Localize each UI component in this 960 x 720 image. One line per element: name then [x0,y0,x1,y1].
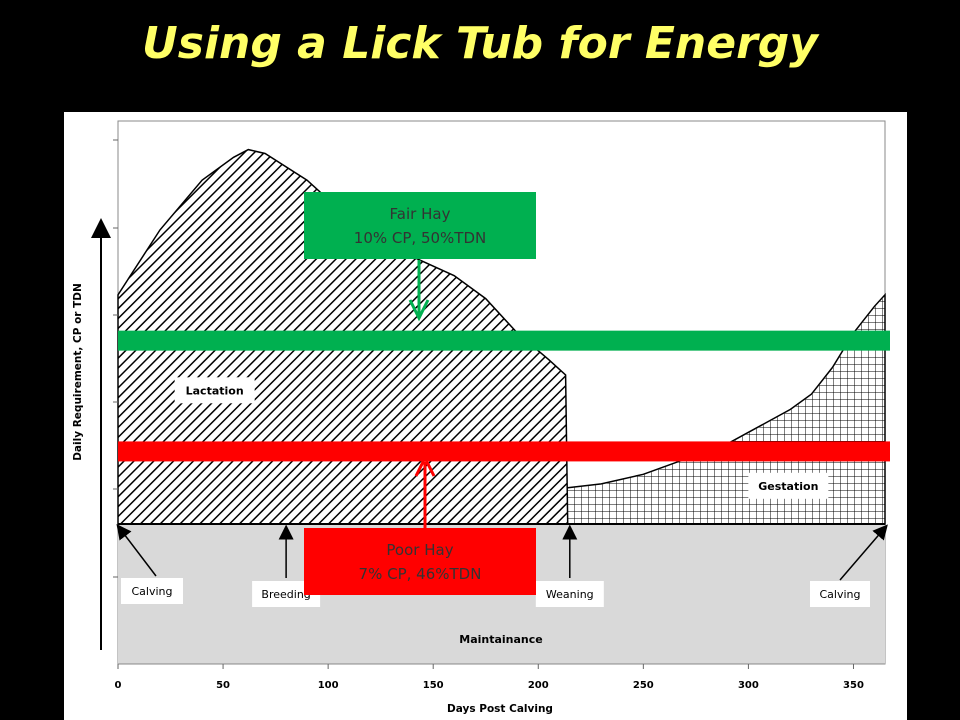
region-label-text: Lactation [186,384,244,397]
fair-hay-title: Fair Hay [389,204,451,223]
x-tick-label: 250 [633,680,654,691]
fair-hay-line [118,330,890,351]
maintainance-label-group: Maintainance [459,633,543,646]
y-axis-label: Daily Requirement, CP or TDN [72,283,84,461]
event-marker-calving: Calving [810,524,888,607]
event-label: Calving [132,585,173,598]
event-label: Breeding [261,588,310,601]
event-label-box [535,581,604,607]
slide-title: Using a Lick Tub for Energy [142,18,818,69]
poor-hay-callout: Poor Hay 7% CP, 46%TDN [304,528,536,595]
region-label-lactation: Lactation [174,377,255,404]
x-tick-label: 150 [423,680,444,691]
hay-quality-lines [118,330,890,462]
region-label-gestation: Gestation [748,472,829,499]
event-arrow [116,524,157,577]
x-tick-label: 50 [216,680,230,691]
x-tick-label: 100 [318,680,339,691]
event-label-box [121,578,183,604]
event-marker-calving: Calving [116,524,183,604]
x-ticks: 0 50 100 150 200 250 300 350 [115,664,864,691]
poor-hay-line [118,441,890,462]
poor-hay-specs: 7% CP, 46%TDN [358,564,482,583]
maintainance-label: Maintainance [459,633,543,646]
x-tick-label: 350 [843,680,864,691]
event-label-box [810,581,870,607]
x-axis-label: Days Post Calving [447,703,553,715]
poor-hay-title: Poor Hay [386,540,454,559]
x-tick-label: 200 [528,680,549,691]
region-label-text: Gestation [758,480,818,493]
event-label: Calving [820,588,861,601]
x-tick-label: 300 [738,680,759,691]
event-marker-weaning: Weaning [535,524,604,607]
fair-hay-specs: 10% CP, 50%TDN [353,228,487,247]
region-label-box [748,472,829,499]
region-label-box [174,377,255,404]
x-tick-label: 0 [115,680,122,691]
event-arrow [839,524,888,581]
y-ticks [113,139,118,578]
fair-hay-arrowhead [408,299,430,322]
event-label: Weaning [546,588,594,601]
fair-hay-callout: Fair Hay 10% CP, 50%TDN [304,192,536,259]
poor-hay-arrowhead [414,454,436,477]
